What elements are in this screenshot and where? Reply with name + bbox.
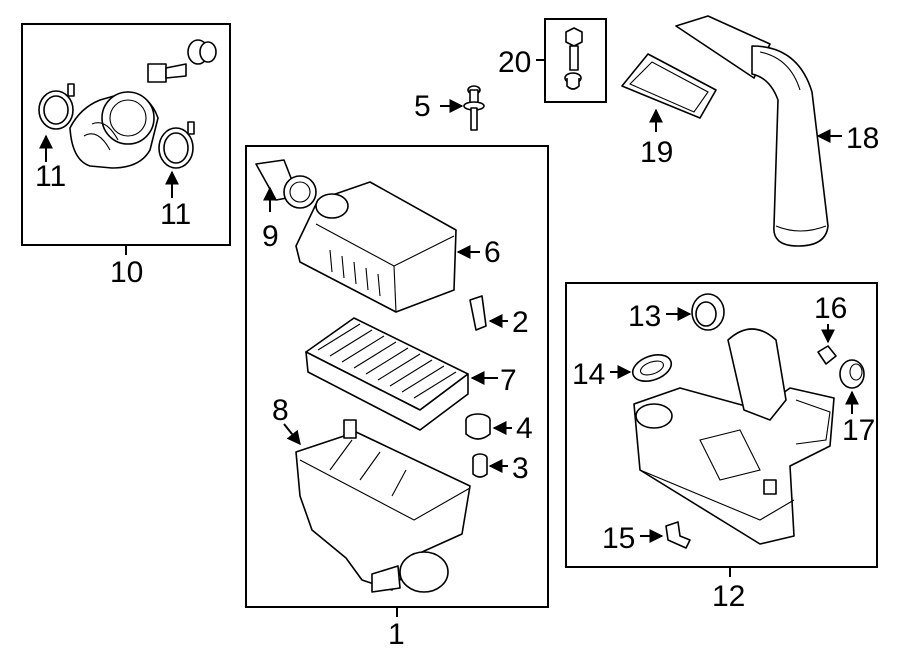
- clamp-part-11-left[interactable]: [38, 83, 75, 130]
- gasket-part-14[interactable]: [629, 350, 675, 386]
- group-20-box: [536, 18, 607, 103]
- seal-part-13[interactable]: [691, 293, 725, 331]
- callout-8: 8: [272, 394, 289, 427]
- callout-13: 13: [628, 300, 661, 333]
- callout-12: 12: [712, 580, 745, 613]
- intake-hose-part-10[interactable]: [69, 91, 159, 169]
- callout-16: 16: [814, 292, 847, 325]
- callout-15: 15: [602, 522, 635, 555]
- mount-part-17[interactable]: [839, 359, 865, 389]
- clip-part-15[interactable]: [665, 521, 691, 549]
- callout-1: 1: [388, 618, 405, 651]
- callout-18: 18: [846, 122, 879, 155]
- callout-11-right: 11: [160, 198, 191, 231]
- lower-housing-part-8[interactable]: [295, 419, 471, 593]
- bolt-icon-group10[interactable]: [147, 63, 187, 83]
- callout-3: 3: [512, 452, 529, 485]
- group-1-box: [245, 145, 549, 617]
- duct-part-19[interactable]: [621, 53, 717, 119]
- clip-part-2[interactable]: [469, 295, 487, 331]
- callout-11-left: 11: [35, 160, 66, 193]
- callout-20: 20: [498, 46, 531, 79]
- bushing-part-4[interactable]: [465, 413, 491, 440]
- callout-10: 10: [110, 256, 143, 289]
- callout-2: 2: [512, 306, 529, 339]
- duct-part-9[interactable]: [255, 159, 317, 209]
- callout-14: 14: [572, 358, 605, 391]
- duct-part-18[interactable]: [675, 15, 829, 247]
- callout-9: 9: [262, 220, 279, 253]
- clip-icon-group10[interactable]: [187, 39, 217, 65]
- clamp-part-11-right[interactable]: [158, 121, 195, 169]
- callout-17: 17: [842, 414, 875, 447]
- callout-6: 6: [484, 236, 501, 269]
- arrow-8: [283, 423, 301, 446]
- cover-part-6[interactable]: [295, 181, 457, 313]
- callout-19: 19: [640, 136, 673, 169]
- group-10-box: [21, 23, 231, 255]
- group-12-box: [565, 282, 878, 577]
- grommet-part-3[interactable]: [472, 453, 488, 478]
- callout-4: 4: [516, 412, 533, 445]
- resonator-part-12[interactable]: [633, 328, 835, 545]
- bolt-part-20[interactable]: [564, 27, 583, 90]
- callout-7: 7: [500, 364, 517, 397]
- bolt-part-5[interactable]: [463, 85, 485, 131]
- filter-part-7[interactable]: [305, 317, 469, 431]
- callout-5: 5: [414, 90, 431, 123]
- bushing-part-16[interactable]: [817, 345, 837, 365]
